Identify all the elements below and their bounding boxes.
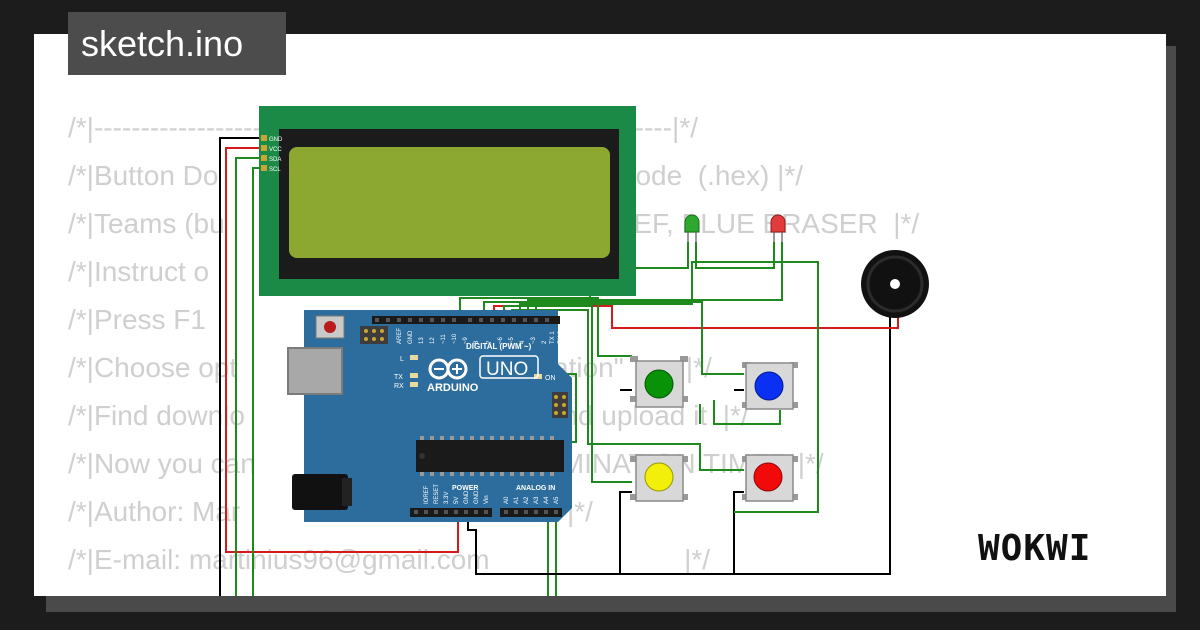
led-label: ON [545, 375, 556, 382]
lcd-pins [261, 135, 267, 171]
pin-label: ~9 [463, 336, 469, 344]
pin-label: 2 [542, 340, 548, 344]
wire-buzzer-gnd[interactable] [734, 318, 891, 575]
wire-d4[interactable] [519, 261, 819, 513]
wire-button-link[interactable] [699, 400, 781, 425]
pin-label: RX 0 [558, 330, 564, 344]
pin-label: 5V [454, 497, 460, 504]
file-tab[interactable]: sketch.ino [68, 12, 286, 75]
lcd-pin-label: GND [269, 137, 283, 143]
digital-header-label: DIGITAL (PWM ~) [466, 342, 532, 351]
icsp-header [360, 326, 388, 344]
lcd-screen [289, 147, 610, 258]
pin-label: 13 [419, 337, 425, 344]
lcd-display[interactable]: GND VCC SDA SCL [259, 106, 636, 296]
pin-label: 3.3V [444, 492, 450, 504]
pin-label: ~11 [441, 334, 447, 344]
code-line: /*|-------------------------------------… [68, 592, 698, 596]
analog-header [500, 508, 562, 517]
pin-label: ~3 [531, 336, 537, 344]
analog-header-label: ANALOG IN [516, 485, 555, 492]
pin-label: ~6 [498, 336, 504, 344]
button-yellow[interactable] [630, 454, 688, 502]
wire-lcd-vcc[interactable] [225, 147, 459, 553]
pin-label: A0 [504, 496, 510, 504]
arduino-uno-board[interactable]: AREF GND 13 12 ~11 ~10 ~9 8 7 ~6 ~5 4 ~3… [287, 310, 572, 522]
button-blue[interactable] [742, 362, 798, 410]
pin-label: AREF [397, 328, 403, 344]
pin-label: A4 [544, 496, 550, 504]
lcd-pin-label: VCC [269, 147, 282, 153]
wire-gnd-bus-2[interactable] [620, 491, 744, 575]
green-led[interactable] [684, 214, 700, 242]
atmega-chip [416, 440, 564, 472]
usb-port [287, 347, 343, 395]
pin-label: 8 [474, 340, 480, 344]
arduino-logo [428, 358, 468, 380]
wire-lcd-gnd[interactable] [219, 137, 262, 596]
pin-label: IOREF [424, 485, 430, 504]
pin-label: 7 [487, 340, 493, 344]
wire-led-common[interactable] [695, 238, 775, 269]
code-line: /*|Author: Mar |*/ [68, 496, 593, 527]
pin-label: GND [408, 330, 414, 344]
pin-label: A2 [524, 496, 530, 504]
wire-buzzer-signal[interactable] [493, 305, 899, 329]
board-brand: ARDUINO [427, 382, 479, 394]
pin-label: TX 1 [550, 331, 556, 344]
led-label: RX [394, 383, 404, 390]
pin-label: GND [474, 490, 480, 504]
power-header [410, 508, 492, 517]
pin-label: A1 [514, 496, 520, 504]
wires [219, 137, 899, 596]
wire-d9[interactable] [459, 297, 632, 357]
pin-label: 12 [430, 337, 436, 344]
side-header [552, 392, 568, 418]
pin-label: ~10 [452, 333, 458, 344]
button-red[interactable] [742, 454, 798, 502]
code-line: /*|E-mail: martinius96@gmail.com |*/ [68, 544, 711, 575]
red-led[interactable] [770, 214, 786, 242]
pin-label: 4 [520, 340, 526, 344]
board-model: UNO [486, 359, 528, 380]
wire-d8[interactable] [483, 301, 744, 375]
wire-red-led[interactable] [527, 238, 783, 318]
power-header-label: POWER [452, 485, 478, 492]
led-label: L [400, 356, 404, 363]
lcd-pin-label: SDA [269, 157, 281, 163]
wire-gnd-bus[interactable] [467, 491, 632, 575]
pin-label: GND [464, 490, 470, 504]
button-green[interactable] [630, 356, 688, 408]
wire-lcd-sda[interactable] [235, 157, 262, 596]
wokwi-logo: WOKWI [978, 528, 1092, 569]
pin-label: RESET [434, 484, 440, 504]
buzzer[interactable] [861, 250, 929, 320]
dc-jack [292, 474, 348, 510]
pin-label: Vin [484, 495, 490, 504]
digital-header [372, 316, 560, 324]
led-label: TX [394, 374, 403, 381]
pin-label: A5 [554, 496, 560, 504]
lcd-pin-label: SCL [269, 167, 281, 173]
pin-label: A3 [534, 496, 540, 504]
pin-label: ~5 [509, 336, 515, 344]
